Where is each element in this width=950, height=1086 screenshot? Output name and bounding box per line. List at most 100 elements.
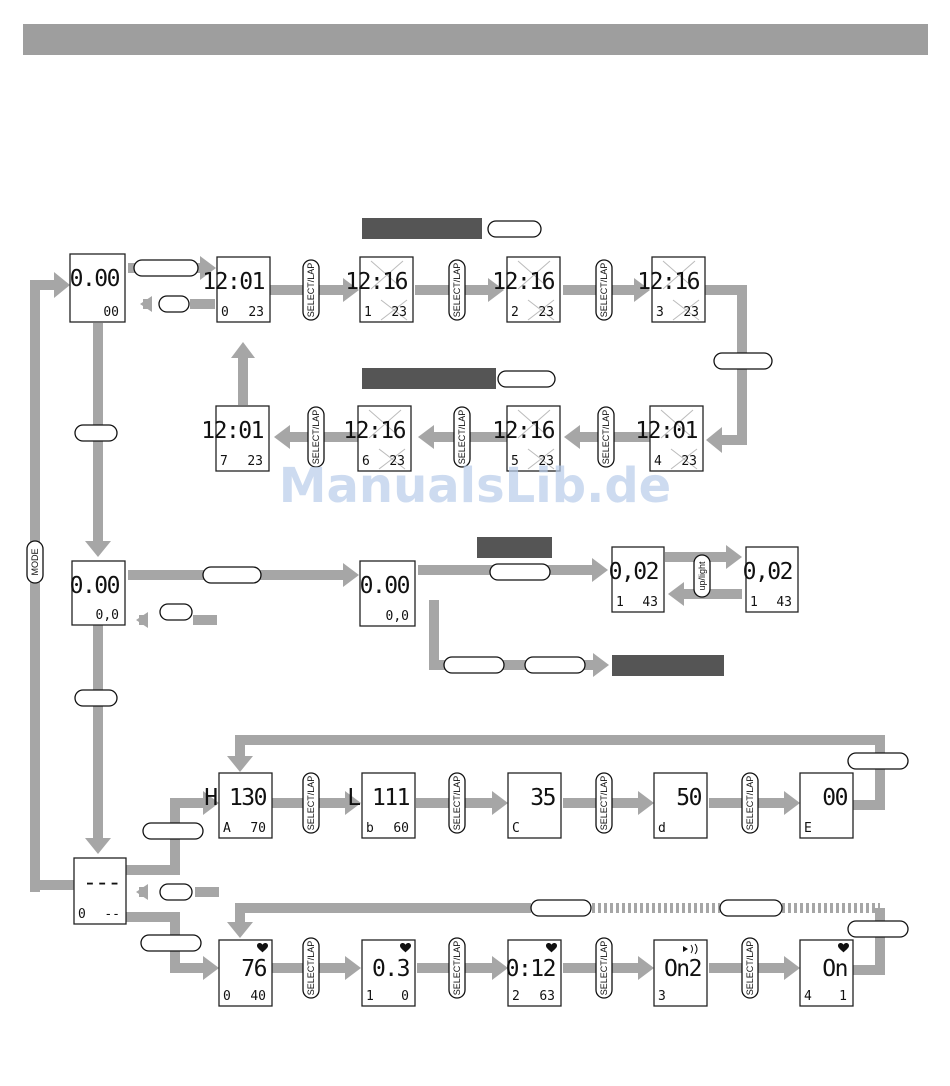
lcd-stopwatch-ready: 0.00 0,0	[359, 560, 416, 627]
mode-button[interactable]: MODE	[26, 540, 44, 584]
select-lap-button-5[interactable]: SELECT/LAP	[453, 406, 471, 468]
lcd-row2-4-sub-left: 4	[654, 454, 662, 469]
blank-button-5[interactable]	[497, 370, 556, 388]
blank-button-10[interactable]	[74, 689, 118, 707]
lcd-stopwatch-start-main-value: 0.00	[70, 573, 120, 599]
blank-button-15[interactable]	[140, 934, 202, 952]
lcd-row3-3-main-value: 35	[530, 785, 555, 811]
header-bar	[23, 24, 928, 55]
select-lap-button-3[interactable]: SELECT/LAP	[595, 259, 613, 321]
select-lap-button-8-label: SELECT/LAP	[452, 776, 462, 831]
lcd-row2-1-main-value: 12:01	[201, 418, 263, 444]
lcd-row3-1-main-value: H 130	[204, 785, 266, 811]
lcd-row2-4-main-value: 12:01	[635, 418, 697, 444]
lcd-row4-2-sub-right: 0	[401, 989, 409, 1004]
select-lap-button-11[interactable]: SELECT/LAP	[302, 937, 320, 999]
select-lap-button-2[interactable]: SELECT/LAP	[448, 259, 466, 321]
lcd-stopwatch-ready-main-value: 0.00	[360, 573, 410, 599]
lcd-row4-3-sub-left: 2	[512, 989, 520, 1004]
up-light-button[interactable]: up/light	[693, 554, 711, 598]
blank-button-8[interactable]	[159, 603, 193, 621]
lcd-stopwatch-lap-a-sub-left: 1	[616, 595, 624, 610]
section-bars	[362, 218, 724, 676]
lcd-row4-2-sub-left: 1	[366, 989, 374, 1004]
lcd-stopwatch-lap-b-sub-left: 1	[750, 595, 758, 610]
lcd-row3-4-main-value: 50	[676, 785, 701, 811]
lcd-settings-start-sub-left: 0	[78, 907, 86, 922]
select-lap-button-1[interactable]: SELECT/LAP	[302, 259, 320, 321]
select-lap-button-12[interactable]: SELECT/LAP	[448, 937, 466, 999]
blank-button-9[interactable]	[489, 563, 551, 581]
blank-button-6[interactable]	[74, 424, 118, 442]
select-lap-button-9[interactable]: SELECT/LAP	[595, 772, 613, 834]
select-lap-button-13-label: SELECT/LAP	[599, 941, 609, 996]
lcd-row1-1-main-value: 12:01	[202, 269, 264, 295]
select-lap-button-14-label: SELECT/LAP	[745, 941, 755, 996]
lcd-row3-1-sub-right: 70	[250, 821, 266, 836]
lcd-row2-2-main-value: 12:16	[343, 418, 405, 444]
select-lap-button-6[interactable]: SELECT/LAP	[307, 406, 325, 468]
blank-button-2[interactable]	[158, 295, 190, 313]
lcd-stopwatch-start: 0.000,0	[70, 560, 126, 626]
select-lap-button-3-label: SELECT/LAP	[599, 263, 609, 318]
lcd-stopwatch-ready-sub-right: 0,0	[386, 609, 409, 624]
lcd-settings-start-main-value: ---	[83, 870, 120, 896]
lcd-row1-3-sub-left: 2	[511, 305, 519, 320]
lcd-row4-4-sub-left: 3	[658, 989, 666, 1004]
lcd-row4-1-main-value: 76	[241, 956, 266, 982]
blank-button-4[interactable]	[487, 220, 542, 238]
lcd-settings-start: ---0--	[73, 857, 127, 925]
lcd-row2-1-sub-right: 23	[247, 454, 263, 469]
select-lap-button-10[interactable]: SELECT/LAP	[741, 772, 759, 834]
blank-button-17[interactable]	[719, 899, 783, 917]
lcd-row3-3: 35C	[507, 772, 562, 839]
blank-button-13[interactable]	[142, 822, 204, 840]
select-lap-button-14[interactable]: SELECT/LAP	[741, 937, 759, 999]
lcd-row1-3-main-value: 12:16	[492, 269, 554, 295]
lcd-row1-2-main-value: 12:16	[345, 269, 407, 295]
select-lap-button-5-label: SELECT/LAP	[457, 410, 467, 465]
blank-button-14[interactable]	[159, 883, 193, 901]
blank-button-16[interactable]	[530, 899, 592, 917]
blank-button-12[interactable]	[524, 656, 586, 674]
lcd-row4-5-main-value: On	[822, 956, 847, 982]
blank-button-18[interactable]	[847, 752, 909, 770]
lcd-row4-1-sub-left: 0	[223, 989, 231, 1004]
lcd-row3-5-sub-left: E	[804, 821, 812, 836]
lcd-stopwatch-lap-b-sub-right: 43	[776, 595, 792, 610]
select-lap-button-8[interactable]: SELECT/LAP	[448, 772, 466, 834]
mode-button-label: MODE	[30, 549, 40, 576]
lcd-row2-2-sub-right: 23	[389, 454, 405, 469]
blank-button-3[interactable]	[713, 352, 773, 370]
select-lap-button-10-label: SELECT/LAP	[745, 776, 755, 831]
lcd-row3-4-sub-left: d	[658, 821, 666, 836]
lcd-row2-3-sub-right: 23	[538, 454, 554, 469]
select-lap-button-4[interactable]: SELECT/LAP	[597, 406, 615, 468]
lcd-row4-4-main-value: On2	[664, 956, 701, 982]
select-lap-button-7[interactable]: SELECT/LAP	[302, 772, 320, 834]
blank-button-19[interactable]	[847, 920, 909, 938]
lcd-row1-4-sub-right: 23	[683, 305, 699, 320]
lcd-row4-2: 0.3 1 0	[361, 939, 416, 1007]
blank-button-11[interactable]	[443, 656, 505, 674]
lcd-row4-2-main-value: 0.3	[372, 956, 410, 982]
blank-button-1[interactable]	[133, 259, 199, 277]
lcd-row3-4: 50 d	[653, 772, 708, 839]
lcd-row1-1-sub-left: 0	[221, 305, 229, 320]
lcd-stopwatch-lap-a-main-value: 0,02	[609, 559, 658, 585]
blank-button-7[interactable]	[202, 566, 262, 584]
lcd-row4-3-sub-right: 63	[539, 989, 555, 1004]
select-lap-button-12-label: SELECT/LAP	[452, 941, 462, 996]
lcd-row3-1-sub-left: A	[223, 821, 231, 836]
lcd-row3-5: 00E	[799, 772, 854, 839]
select-lap-button-13[interactable]: SELECT/LAP	[595, 937, 613, 999]
